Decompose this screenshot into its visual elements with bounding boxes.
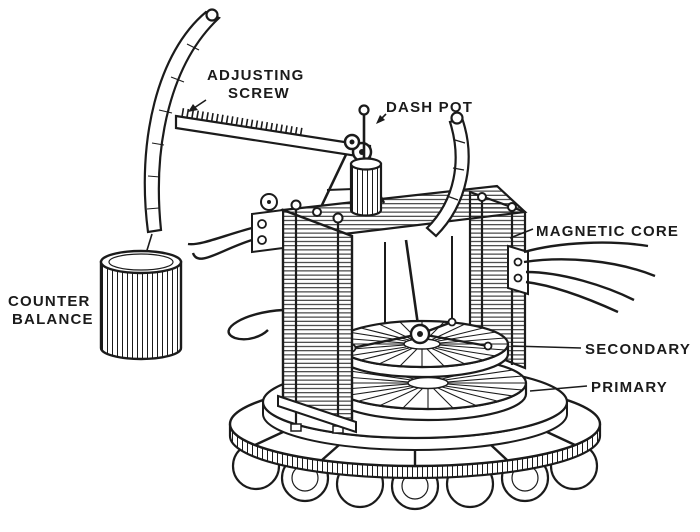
label-adjusting-screw-line1: ADJUSTING bbox=[207, 67, 304, 84]
label-dash-pot: DASH POT bbox=[386, 99, 473, 116]
label-magnetic-core: MAGNETIC CORE bbox=[536, 223, 679, 240]
label-counter-balance-line1: COUNTER bbox=[8, 293, 91, 310]
label-primary: PRIMARY bbox=[591, 379, 668, 396]
arm-tip bbox=[205, 8, 219, 22]
left-terminal-bracket bbox=[251, 193, 284, 254]
counter-balance-weight bbox=[99, 249, 183, 361]
core-left-column bbox=[277, 199, 357, 434]
label-secondary: SECONDARY bbox=[585, 341, 691, 358]
right-lead-wires bbox=[523, 241, 656, 314]
adjusting-screw-arrowhead-icon bbox=[188, 104, 198, 112]
counterweight-arm bbox=[143, 8, 221, 261]
arm-hatch-ticks bbox=[146, 43, 200, 210]
right-curved-arm bbox=[425, 111, 470, 238]
magnetic-core bbox=[280, 184, 529, 370]
coil-spider-clamp bbox=[347, 317, 493, 353]
dash-pot-arrowhead-icon bbox=[376, 115, 385, 124]
label-adjusting-screw-line2: SCREW bbox=[228, 85, 290, 102]
left-lead-wires bbox=[187, 226, 284, 341]
window-guide-rods bbox=[384, 236, 453, 330]
magnetic-core-leader bbox=[509, 228, 534, 239]
dash-pot-rod-knob bbox=[358, 104, 370, 116]
dash-pot-cylinder bbox=[349, 162, 383, 217]
primary-leader bbox=[529, 385, 588, 392]
annotations: ADJUSTING SCREW DASH POT MAGNETIC CORE C… bbox=[8, 67, 691, 396]
right-terminal-bracket bbox=[507, 244, 529, 296]
coil-lifting-rod bbox=[404, 239, 421, 333]
label-counter-balance-line2: BALANCE bbox=[12, 311, 94, 328]
dash-pot bbox=[349, 104, 383, 217]
core-bottom-clamp bbox=[277, 394, 357, 434]
secondary-leader bbox=[511, 345, 582, 349]
core-left-tie-rods bbox=[290, 199, 344, 434]
adjusting-screw-rod bbox=[181, 108, 303, 136]
base-spokes bbox=[254, 430, 576, 466]
